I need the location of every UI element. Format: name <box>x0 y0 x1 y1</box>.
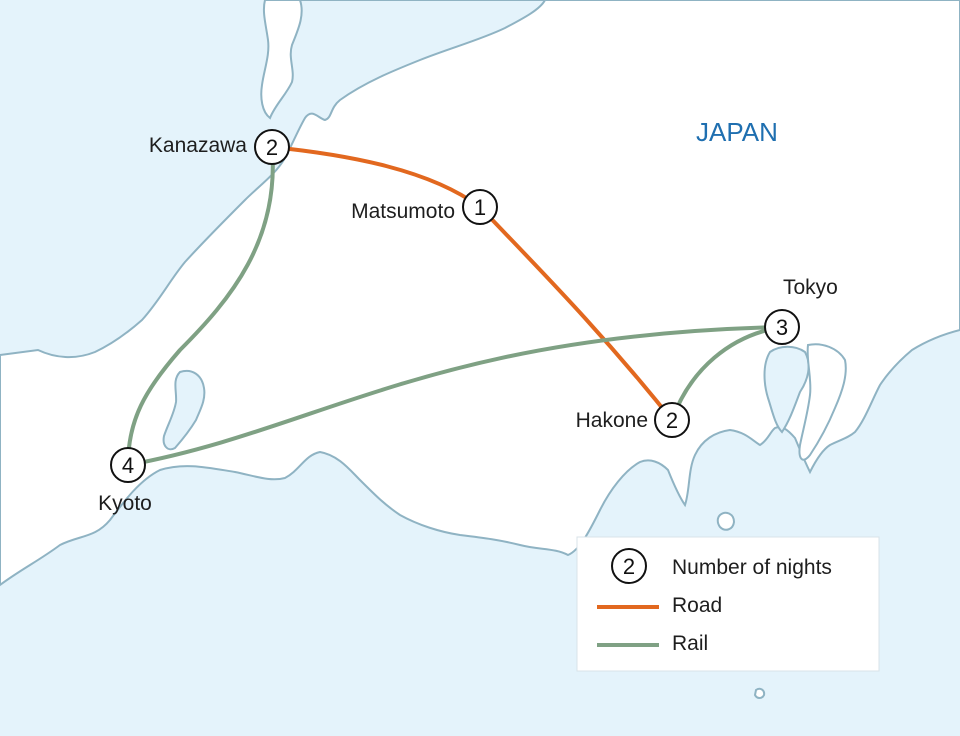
stop-matsumoto: 1 Matsumoto <box>351 189 498 225</box>
road-matsumoto-hakone <box>478 205 674 422</box>
country-label: JAPAN <box>696 117 778 147</box>
stop-label: Hakone <box>576 409 648 432</box>
marker-circle <box>110 447 146 483</box>
legend: 2 Number of nights Road Rail <box>576 536 880 672</box>
rail-kyoto-tokyo <box>126 325 784 467</box>
marker-nights: 2 <box>666 408 678 433</box>
marker-nights: 2 <box>266 135 278 160</box>
marker-circle <box>254 129 290 165</box>
legend-marker-number: 2 <box>623 554 635 579</box>
marker-nights: 4 <box>122 453 134 478</box>
legend-marker-icon <box>611 548 647 584</box>
stop-label: Kanazawa <box>149 134 247 157</box>
land-boso <box>798 343 847 461</box>
island-small-2 <box>753 687 766 699</box>
stop-kyoto: 4 Kyoto <box>98 447 152 515</box>
stop-label: Kyoto <box>98 492 152 515</box>
island-small-1 <box>716 511 736 531</box>
land-noto <box>260 0 303 120</box>
rail-kanazawa-kyoto <box>126 145 275 467</box>
stop-label: Tokyo <box>783 276 838 299</box>
legend-nights-label: Number of nights <box>672 556 832 579</box>
lake-biwa <box>162 369 206 451</box>
legend-rail-label: Rail <box>672 632 708 655</box>
road-kanazawa-matsumoto <box>270 145 482 209</box>
marker-circle <box>462 189 498 225</box>
marker-nights: 3 <box>776 315 788 340</box>
stop-tokyo: 3 Tokyo <box>764 276 838 345</box>
marker-circle <box>654 402 690 438</box>
legend-road-label: Road <box>672 594 722 617</box>
marker-nights: 1 <box>474 195 486 220</box>
stop-label: Matsumoto <box>351 200 455 223</box>
tokyo-bay <box>763 345 810 434</box>
marker-circle <box>764 309 800 345</box>
stop-kanazawa: 2 Kanazawa <box>149 129 290 165</box>
stop-hakone: 2 Hakone <box>576 402 690 438</box>
